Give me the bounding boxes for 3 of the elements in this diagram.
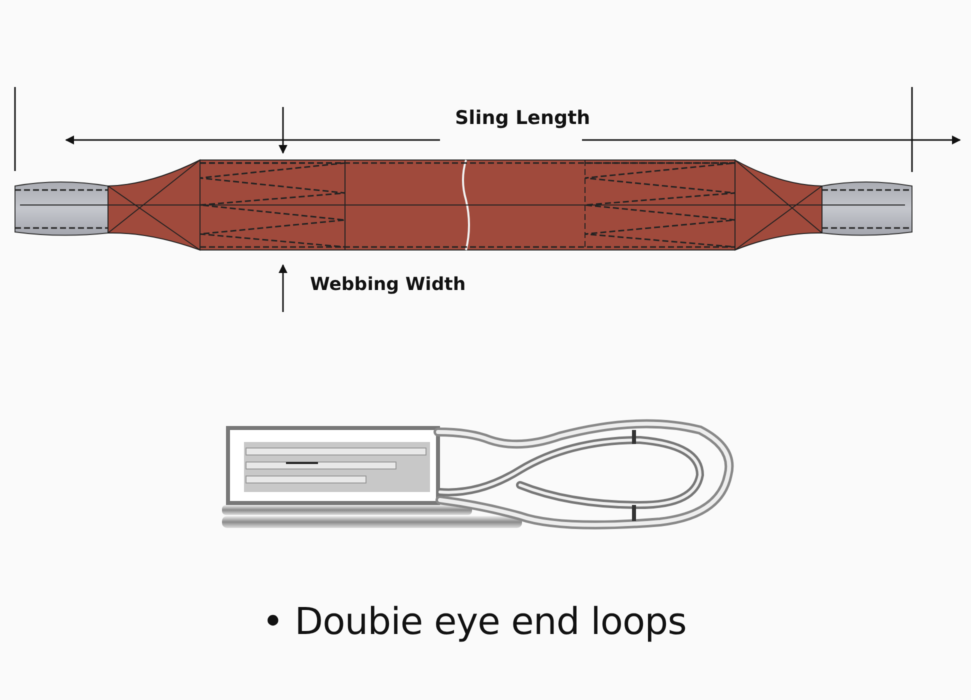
caption-text: • Doubie eye end loops [262, 600, 686, 643]
dimension-label: Sling Length [455, 107, 590, 129]
dimension-label: Webbing Width [310, 274, 466, 295]
